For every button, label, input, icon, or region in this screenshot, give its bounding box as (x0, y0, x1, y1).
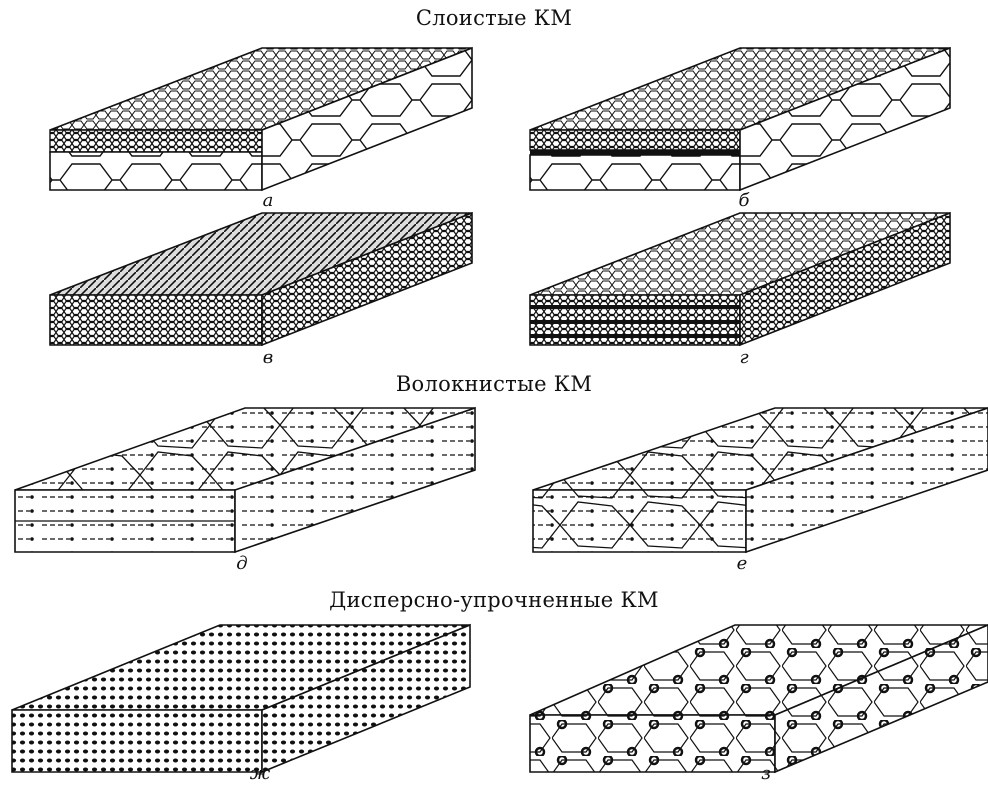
caption-e: е (722, 553, 762, 574)
block-v (50, 213, 472, 345)
caption-g: г (724, 347, 764, 368)
block-d (15, 408, 475, 552)
block-e (533, 408, 988, 552)
caption-b: б (724, 190, 764, 211)
block-z (530, 625, 988, 772)
caption-z: з (746, 763, 786, 784)
block-g (530, 213, 950, 345)
caption-a: а (248, 190, 288, 211)
block-a (50, 48, 472, 190)
caption-v: в (248, 347, 288, 368)
caption-zh: ж (240, 763, 280, 784)
caption-d: д (222, 553, 262, 574)
block-zh (12, 625, 470, 772)
block-b (530, 48, 950, 190)
